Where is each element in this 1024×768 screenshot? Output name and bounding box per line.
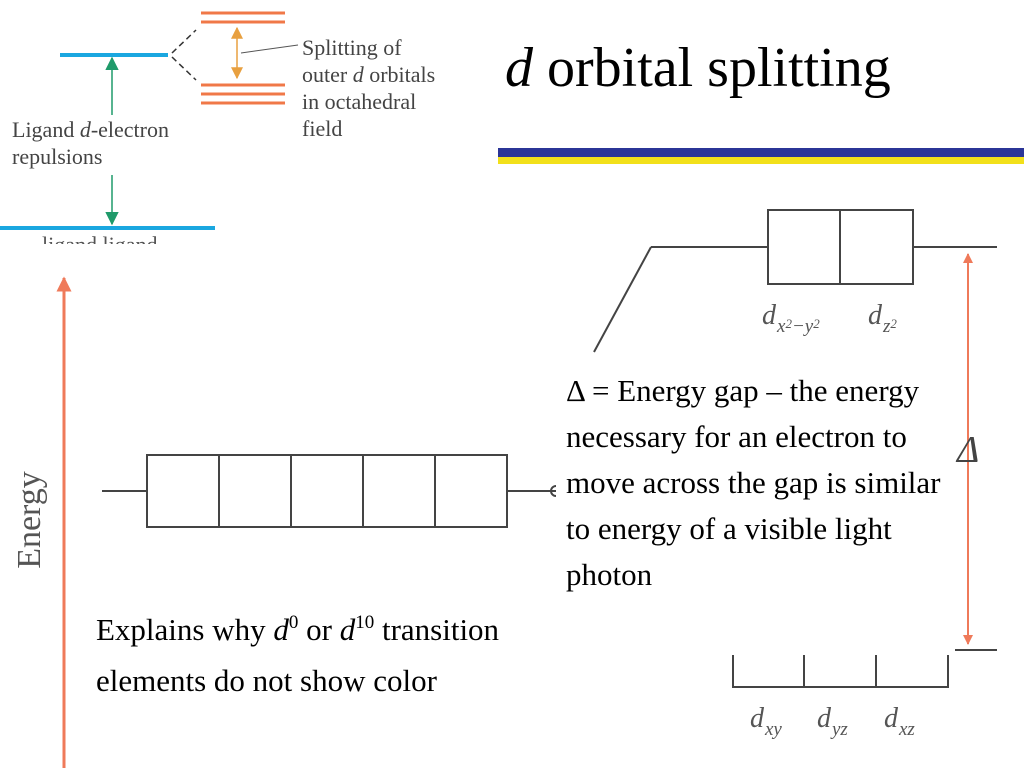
inset-repulsion-label: Ligand d-electron repulsions [12, 116, 169, 170]
inset-leader-line [240, 44, 299, 54]
splitting-label-line-4: field [302, 116, 343, 141]
orbital-label-dyz: dyz [817, 703, 848, 740]
splitting-label-line-1: Splitting of [302, 35, 402, 60]
explanation-text: Explains why d0 or d10 transition elemen… [96, 612, 500, 698]
delta-symbol: Δ [957, 429, 980, 471]
page-title: d orbital splitting [505, 36, 891, 100]
orbital-label-dxy: dxy [750, 703, 782, 740]
splitting-label-line-2: outer d orbitals [302, 62, 436, 87]
header-band-navy [498, 148, 1024, 157]
orbital-label-dx2-y2: dx2−y2 [762, 300, 820, 337]
degenerate-level-line-cut [550, 485, 557, 497]
repulsion-label-line-2: repulsions [12, 144, 103, 169]
orbital-label-dxz: dxz [884, 703, 915, 740]
splitting-label-line-3: in octahedral [302, 89, 417, 114]
title-italic-d: d [505, 37, 533, 99]
degenerate-orbital-box-group [146, 454, 508, 528]
t2g-orbital-bracket [732, 655, 949, 688]
inset-dash-up [171, 29, 197, 54]
orbital-label-dz2: dz2 [868, 300, 897, 337]
inset-splitting-label: Splitting of outer d orbitals in octahed… [302, 34, 435, 142]
header-band-yellow [498, 157, 1024, 164]
inset-cut-text: ligand ligand [42, 232, 157, 257]
delta-description: Δ = Energy gap – the energy necessary fo… [566, 373, 941, 592]
svg-text:ligand ligand: ligand ligand [42, 232, 157, 257]
title-rest: orbital splitting [533, 37, 891, 99]
eg-connector-line [593, 246, 652, 353]
repulsion-label-line-1: Ligand d-electron [12, 117, 169, 142]
energy-axis-label: Energy [11, 471, 48, 569]
inset-dash-down [171, 56, 197, 81]
